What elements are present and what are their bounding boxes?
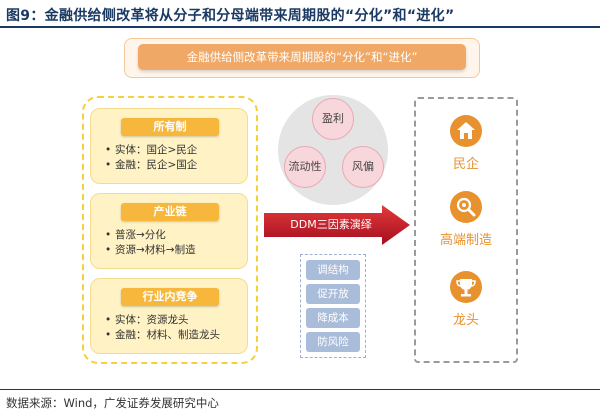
outcome-leader: 龙头 xyxy=(452,313,479,328)
arrow-label: DDM三因素演绎 xyxy=(290,218,372,231)
list-item: •实体：资源龙头 xyxy=(105,313,220,328)
card-industry-chain: 产业链 •普涨→分化 •资源→材料→制造 xyxy=(90,193,248,269)
card-list: •普涨→分化 •资源→材料→制造 xyxy=(105,228,196,258)
gear-magnifier-icon xyxy=(450,191,482,223)
list-item-text: 普涨→分化 xyxy=(115,229,166,241)
bullet-dot: • xyxy=(105,244,112,256)
card-list: •实体：国企>民企 •金融：民企>国企 xyxy=(105,143,197,173)
bottom-rule xyxy=(0,389,600,390)
card-list: •实体：资源龙头 •金融：材料、制造龙头 xyxy=(105,313,220,343)
pill-restructure: 调结构 xyxy=(306,260,360,280)
card-tag: 行业内竞争 xyxy=(121,288,219,306)
card-tag: 产业链 xyxy=(121,203,219,221)
card-competition: 行业内竞争 •实体：资源龙头 •金融：材料、制造龙头 xyxy=(90,278,248,354)
bubble-profit: 盈利 xyxy=(312,98,354,140)
bullet-dot: • xyxy=(105,229,112,241)
bubble-risk-appetite: 风偏 xyxy=(342,146,384,188)
list-item-text: 金融：民企>国企 xyxy=(115,159,198,171)
bullet-dot: • xyxy=(105,329,112,341)
left-panel xyxy=(82,96,258,364)
list-item: •资源→材料→制造 xyxy=(105,243,196,258)
outcome-private: 民企 xyxy=(452,157,479,172)
ddm-arrow-icon xyxy=(264,205,410,245)
list-item-text: 金融：材料、制造龙头 xyxy=(115,329,220,341)
list-item: •实体：国企>民企 xyxy=(105,143,197,158)
bullet-dot: • xyxy=(105,314,112,326)
banner: 金融供给侧改革带来周期股的“分化”和“进化” xyxy=(138,44,466,70)
bubble-liquidity: 流动性 xyxy=(284,146,326,188)
list-item-text: 资源→材料→制造 xyxy=(115,244,196,256)
list-item-text: 实体：资源龙头 xyxy=(115,314,189,326)
source-note: 数据来源：Wind，广发证券发展研究中心 xyxy=(6,396,219,410)
outcome-high-end-mfg: 高端制造 xyxy=(439,233,492,248)
pill-prevent-risk: 防风险 xyxy=(306,332,360,352)
list-item-text: 实体：国企>民企 xyxy=(115,144,198,156)
list-item: •金融：材料、制造龙头 xyxy=(105,328,220,343)
bullet-dot: • xyxy=(105,159,112,171)
trophy-icon xyxy=(450,271,482,303)
title-rule xyxy=(0,26,600,28)
right-panel xyxy=(414,97,518,363)
list-item: •金融：民企>国企 xyxy=(105,158,197,173)
card-tag: 所有制 xyxy=(121,118,219,136)
list-item: •普涨→分化 xyxy=(105,228,196,243)
bullet-dot: • xyxy=(105,144,112,156)
house-icon xyxy=(450,115,482,147)
figure-title: 图9：金融供给侧改革将从分子和分母端带来周期股的“分化”和“进化” xyxy=(6,8,455,24)
pill-open-up: 促开放 xyxy=(306,284,360,304)
pill-cut-cost: 降成本 xyxy=(306,308,360,328)
card-ownership: 所有制 •实体：国企>民企 •金融：民企>国企 xyxy=(90,108,248,184)
